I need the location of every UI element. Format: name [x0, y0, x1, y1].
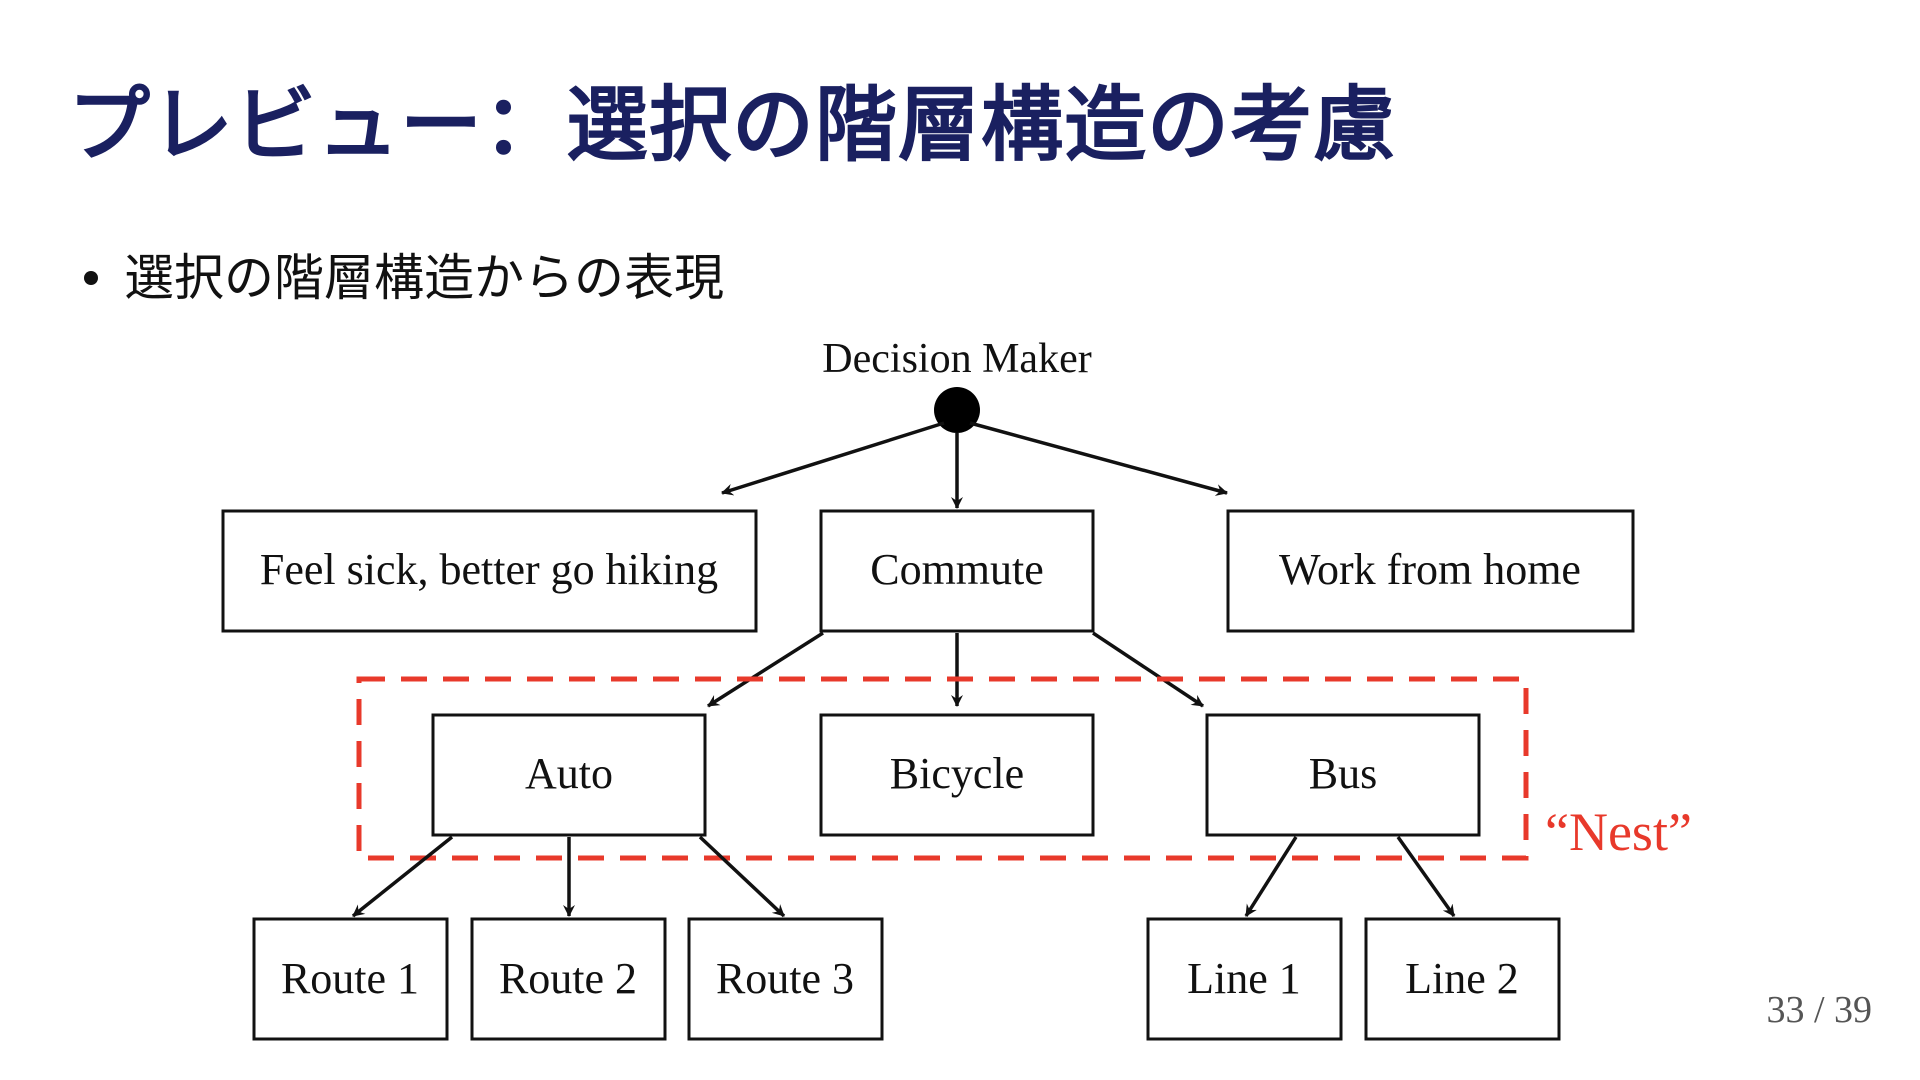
leaf-edges: [351, 835, 1456, 918]
node-commute: [819, 509, 1095, 633]
bullet-text: 選択の階層構造からの表現: [124, 249, 724, 307]
node-line-1-label: Line 1: [1187, 954, 1301, 1003]
node-commute-label: Commute: [870, 545, 1044, 594]
node-bicycle: [819, 713, 1095, 837]
root-edges: [721, 421, 1228, 509]
node-hiking: [221, 509, 758, 633]
node-auto: [431, 713, 707, 837]
node-route-2-label: Route 2: [499, 954, 637, 1003]
node-line-2-label: Line 2: [1405, 954, 1519, 1003]
root-node: [934, 387, 980, 433]
node-route-1: [252, 917, 449, 1041]
node-line-1: [1146, 917, 1343, 1041]
slide-title: プレビュー：選択の階層構造の考慮: [68, 78, 1397, 173]
node-work-from-home: [1226, 509, 1635, 633]
node-route-2: [470, 917, 667, 1041]
page-number: 33 / 39: [1766, 989, 1872, 1031]
node-route-3: [687, 917, 884, 1041]
node-route-3-label: Route 3: [716, 954, 854, 1003]
node-line-2: [1364, 917, 1561, 1041]
bullet-dot: [84, 270, 98, 285]
node-auto-label: Auto: [525, 749, 613, 798]
node-route-1-label: Route 1: [281, 954, 419, 1003]
commute-edges: [707, 631, 1204, 708]
node-bicycle-label: Bicycle: [890, 749, 1024, 798]
bullet-item: 選択の階層構造からの表現: [84, 238, 724, 310]
node-work-from-home-label: Work from home: [1279, 545, 1581, 594]
node-hiking-label: Feel sick, better go hiking: [260, 545, 718, 594]
nest-label: “Nest”: [1545, 802, 1692, 862]
node-bus: [1205, 713, 1481, 837]
node-bus-label: Bus: [1309, 749, 1377, 798]
root-label: Decision Maker: [822, 336, 1091, 382]
